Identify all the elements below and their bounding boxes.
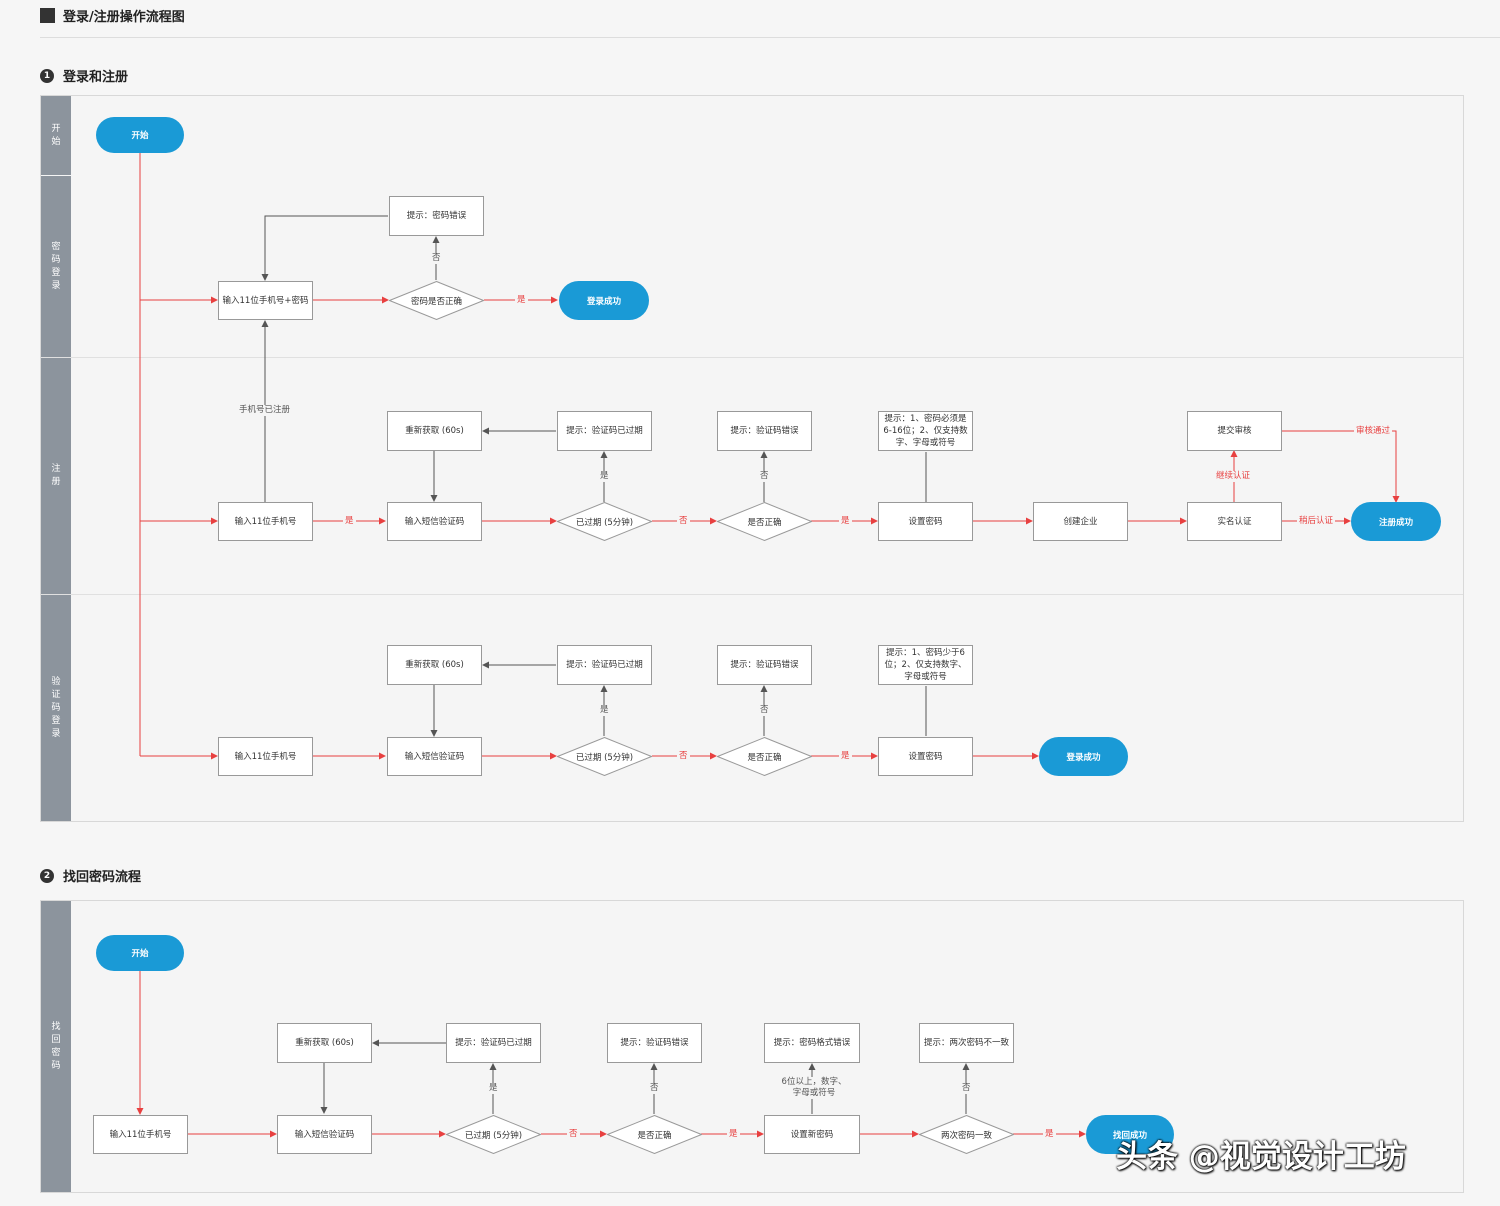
edge-label-yes: 是 xyxy=(839,751,852,762)
edge-label-yes: 是 xyxy=(515,295,528,306)
code-login-set-password-node: 设置密码 xyxy=(878,737,973,776)
recover-wrong-code-tip-node: 提示：验证码错误 xyxy=(607,1023,702,1063)
edge-label-no: 否 xyxy=(758,705,771,716)
edge-label-no: 否 xyxy=(960,1083,973,1094)
edge-label-yes: 是 xyxy=(487,1083,500,1094)
edge-label-later: 稍后认证 xyxy=(1297,516,1336,527)
edge-label-no: 否 xyxy=(677,516,690,527)
section-number-badge: 1 xyxy=(40,68,54,83)
edge-label-continue: 继续认证 xyxy=(1214,471,1253,482)
edge-label-no: 否 xyxy=(430,253,443,264)
edge-label-no: 否 xyxy=(648,1083,661,1094)
lane-recover: 找回密码 xyxy=(41,901,71,1192)
edge-label-approved: 审核通过 xyxy=(1354,426,1393,437)
create-company-node: 创建企业 xyxy=(1033,502,1128,541)
recover-success-terminal: 找回成功 xyxy=(1086,1115,1174,1154)
section-number-badge: 2 xyxy=(40,868,54,883)
lane-start: 开始 xyxy=(41,96,71,175)
title-square-icon xyxy=(40,7,55,23)
edge-label-registered: 手机号已注册 xyxy=(237,405,293,416)
watermark: 头条 @视觉设计工坊 xyxy=(1116,1139,1406,1175)
code-login-correct-decision: 是否正确 xyxy=(717,737,812,776)
recover-sms-code-node: 输入短信验证码 xyxy=(277,1115,372,1154)
register-success-terminal: 注册成功 xyxy=(1351,502,1441,541)
edge-label-no: 否 xyxy=(677,751,690,762)
password-login-input-node: 输入11位手机号+密码 xyxy=(218,281,313,320)
edge-label-yes: 是 xyxy=(727,1129,740,1140)
edge-label-yes: 是 xyxy=(343,516,356,527)
edge-label-password-rule: 6位以上，数字、字母或符号 xyxy=(778,1077,850,1099)
code-login-password-rule-tip-node: 提示：1、密码少于6位；2、仅支持数字、字母或符号 xyxy=(878,645,973,685)
edge-label-yes: 是 xyxy=(598,471,611,482)
password-check-decision: 密码是否正确 xyxy=(389,281,484,320)
page-title: 登录/注册操作流程图 xyxy=(40,4,185,26)
register-wrong-code-tip-node: 提示：验证码错误 xyxy=(717,411,812,451)
code-login-sms-code-node: 输入短信验证码 xyxy=(387,737,482,776)
recover-expired-decision: 已过期 (5分钟) xyxy=(446,1115,541,1154)
recover-expired-tip-node: 提示：验证码已过期 xyxy=(446,1023,541,1063)
register-refetch-node: 重新获取 (60s) xyxy=(387,411,482,451)
recover-start-terminal: 开始 xyxy=(96,935,184,971)
real-name-auth-node: 实名认证 xyxy=(1187,502,1282,541)
password-error-tip-node: 提示：密码错误 xyxy=(389,196,484,236)
submit-review-node: 提交审核 xyxy=(1187,411,1282,451)
recover-refetch-node: 重新获取 (60s) xyxy=(277,1023,372,1063)
code-login-phone-input-node: 输入11位手机号 xyxy=(218,737,313,776)
register-sms-code-node: 输入短信验证码 xyxy=(387,502,482,541)
code-login-expired-tip-node: 提示：验证码已过期 xyxy=(557,645,652,685)
register-password-rule-tip-node: 提示：1、密码必须是6-16位；2、仅支持数字、字母或符号 xyxy=(878,411,973,451)
code-login-refetch-node: 重新获取 (60s) xyxy=(387,645,482,685)
recover-format-error-tip-node: 提示：密码格式错误 xyxy=(764,1023,860,1063)
lane-password-login: 密码登录 xyxy=(41,176,71,357)
edge-label-no: 否 xyxy=(758,471,771,482)
register-set-password-node: 设置密码 xyxy=(878,502,973,541)
edge-label-yes: 是 xyxy=(598,705,611,716)
lane-code-login: 验证码登录 xyxy=(41,595,71,821)
edge-label-no: 否 xyxy=(567,1129,580,1140)
register-expired-decision: 已过期 (5分钟) xyxy=(557,502,652,541)
recover-phone-input-node: 输入11位手机号 xyxy=(93,1115,188,1154)
start-terminal: 开始 xyxy=(96,117,184,153)
register-correct-decision: 是否正确 xyxy=(717,502,812,541)
login-success-terminal: 登录成功 xyxy=(559,281,649,320)
code-login-expired-decision: 已过期 (5分钟) xyxy=(557,737,652,776)
code-login-wrong-code-tip-node: 提示：验证码错误 xyxy=(717,645,812,685)
edge-label-yes: 是 xyxy=(839,516,852,527)
recover-correct-decision: 是否正确 xyxy=(607,1115,702,1154)
title-divider xyxy=(40,37,1500,38)
recover-set-new-password-node: 设置新密码 xyxy=(764,1115,860,1154)
lane-register: 注册 xyxy=(41,358,71,594)
edge-label-yes: 是 xyxy=(1043,1129,1056,1140)
lane-divider xyxy=(41,357,1463,358)
code-login-success-terminal: 登录成功 xyxy=(1039,737,1128,776)
register-phone-input-node: 输入11位手机号 xyxy=(218,502,313,541)
lane-divider xyxy=(41,594,1463,595)
recover-mismatch-tip-node: 提示：两次密码不一致 xyxy=(919,1023,1014,1063)
recover-match-decision: 两次密码一致 xyxy=(919,1115,1014,1154)
register-expired-tip-node: 提示：验证码已过期 xyxy=(557,411,652,451)
